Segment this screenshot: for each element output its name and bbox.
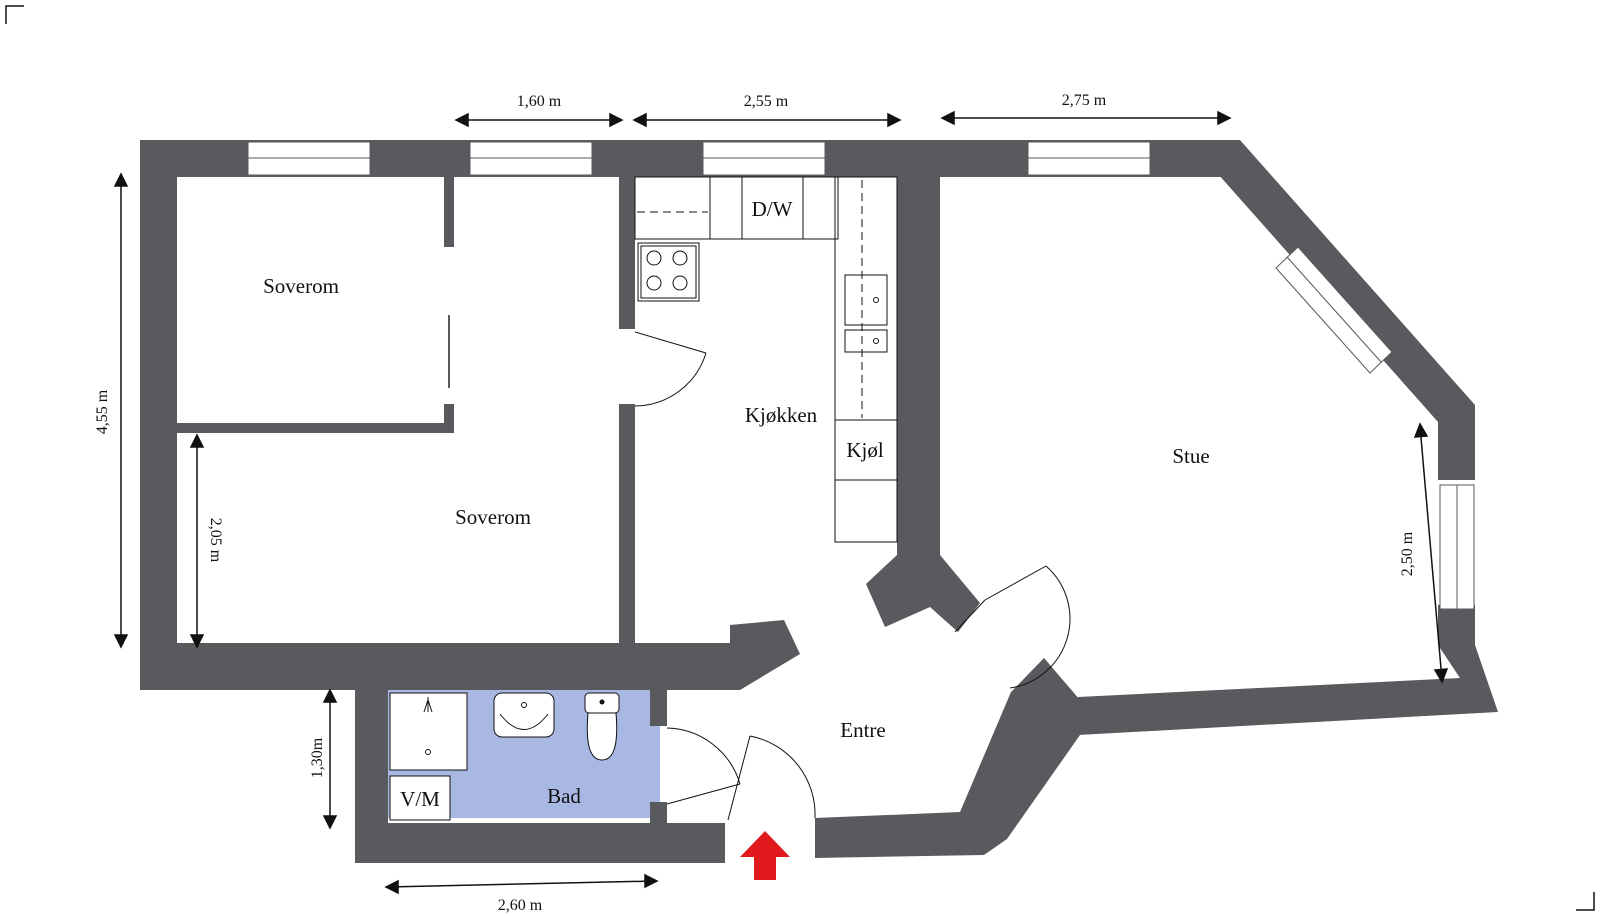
corner-mark-icon <box>1576 892 1595 911</box>
room-label-living-room: Stue <box>1172 444 1209 468</box>
room-label-bathroom: Bad <box>547 784 581 808</box>
dimension-label-bedroom-depth: 2,05 m <box>207 518 224 563</box>
walls <box>140 140 1498 863</box>
room-label-kitchen: Kjøkken <box>745 403 818 427</box>
dimension-label-bedroom-width: 1,60 m <box>517 93 562 110</box>
dimension-label-kitchen-width: 2,55 m <box>744 93 789 110</box>
bathroom-fixtures <box>389 692 620 821</box>
window-right <box>1439 484 1475 610</box>
doors <box>634 331 1071 821</box>
dimension-label-bathroom-depth: 1,30m <box>309 737 326 778</box>
appliance-label-fridge: Kjøl <box>846 438 884 462</box>
appliance-label-dishwasher: D/W <box>752 197 793 221</box>
room-label-bedroom-lower: Soverom <box>455 505 531 529</box>
window-angled <box>1275 246 1393 374</box>
windows <box>247 141 1151 176</box>
room-label-bedroom-upper: Soverom <box>263 274 339 298</box>
dimension-label-bathroom-width: 2,60 m <box>498 897 543 914</box>
dimension-label-living-width: 2,75 m <box>1062 92 1107 109</box>
dimension-lines <box>113 110 1449 895</box>
kitchen-fixtures <box>634 176 898 543</box>
dimension-label-living-window-side: 2,50 m <box>1399 531 1416 576</box>
appliance-label-washing-machine: V/M <box>400 787 440 811</box>
entrance-arrow-icon <box>740 831 790 880</box>
corner-mark-icon <box>5 5 24 24</box>
dimension-label-total-depth: 4,55 m <box>94 389 111 434</box>
room-label-entrance: Entre <box>840 718 885 742</box>
